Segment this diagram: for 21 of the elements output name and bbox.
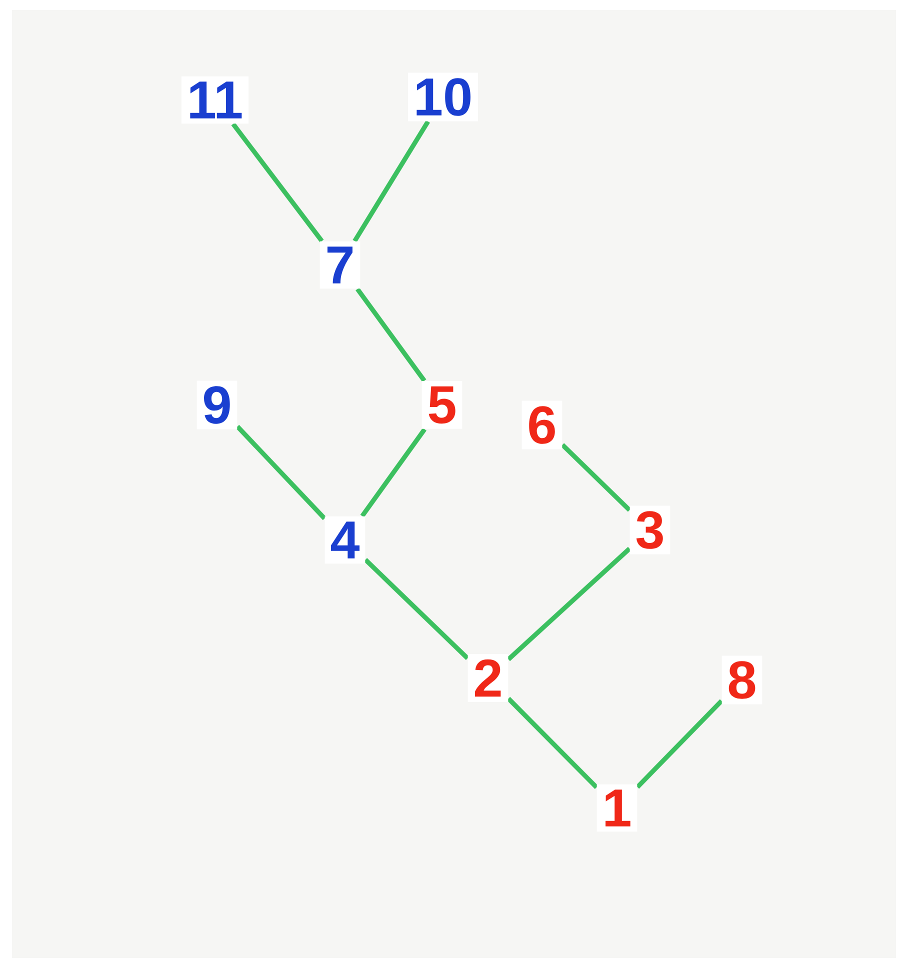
number-label: 1	[596, 784, 638, 832]
number-label: 2	[468, 654, 508, 702]
connector-line	[231, 122, 324, 242]
number-label: 3	[630, 506, 670, 554]
connector-line	[236, 424, 326, 520]
connector-line	[636, 699, 724, 789]
number-label: 4	[324, 516, 366, 564]
number-label: 9	[196, 380, 238, 430]
connector-line	[360, 428, 427, 518]
number-label: 11	[181, 76, 249, 124]
number-label: 8	[722, 656, 762, 704]
connector-line	[506, 696, 598, 790]
number-label: 10	[408, 72, 478, 122]
connector-line	[356, 288, 426, 382]
number-label: 5	[422, 381, 462, 429]
number-label: 6	[522, 400, 562, 450]
connector-line	[364, 558, 470, 660]
connector-line	[506, 546, 632, 662]
number-label: 7	[320, 241, 360, 289]
connector-line	[352, 120, 430, 242]
connector-line	[560, 443, 632, 512]
